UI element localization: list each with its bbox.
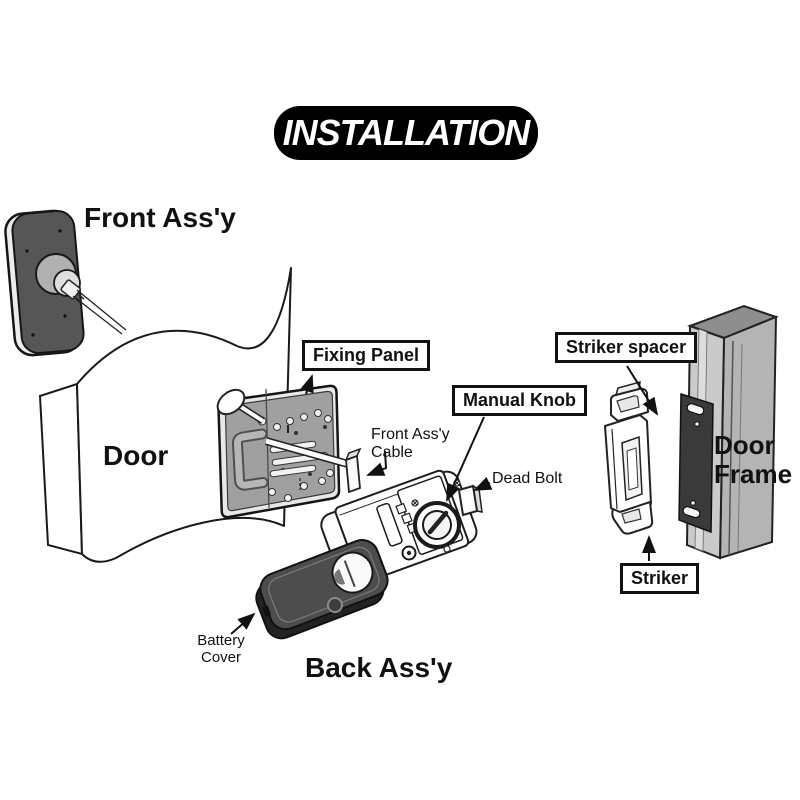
page-title: INSTALLATION — [274, 106, 538, 160]
front-assy-cable-label: Front Ass'y Cable — [371, 426, 450, 462]
battery-cover-label: Battery Cover — [197, 632, 245, 667]
battery-cover-arrow — [230, 612, 256, 635]
back-assy-label: Back Ass'y — [305, 652, 453, 683]
door-frame-label: Door Frame — [714, 430, 793, 490]
screw-illustration — [216, 388, 265, 424]
door-label: Door — [103, 440, 169, 471]
striker-spacer-shape — [678, 392, 714, 534]
striker-spacer-arrow — [626, 365, 659, 416]
front-cable-arrow — [366, 450, 388, 476]
fixing-panel-callout: Fixing Panel — [302, 340, 431, 371]
fixing-panel-arrow — [300, 374, 314, 395]
door-frame-illustration — [678, 304, 779, 560]
striker-callout: Striker — [620, 563, 700, 594]
dead-bolt-arrow — [473, 476, 493, 491]
front-assembly-illustration — [4, 209, 127, 357]
striker-illustration — [604, 380, 654, 535]
battery-cover-shape — [255, 539, 389, 640]
dead-bolt-shape — [457, 484, 483, 517]
front-assy-label: Front Ass'y — [84, 202, 236, 233]
leader-arrows — [230, 365, 659, 635]
front-cable-lines — [72, 289, 127, 335]
fixing-panel-illustration — [217, 384, 341, 519]
front-cable-rod-illustration — [264, 437, 362, 494]
manual-knob-shape — [413, 501, 461, 549]
striker-spacer-callout: Striker spacer — [555, 332, 698, 363]
dead-bolt-label: Dead Bolt — [492, 470, 563, 487]
manual-knob-arrow — [446, 416, 485, 502]
manual-knob-callout: Manual Knob — [452, 385, 587, 416]
